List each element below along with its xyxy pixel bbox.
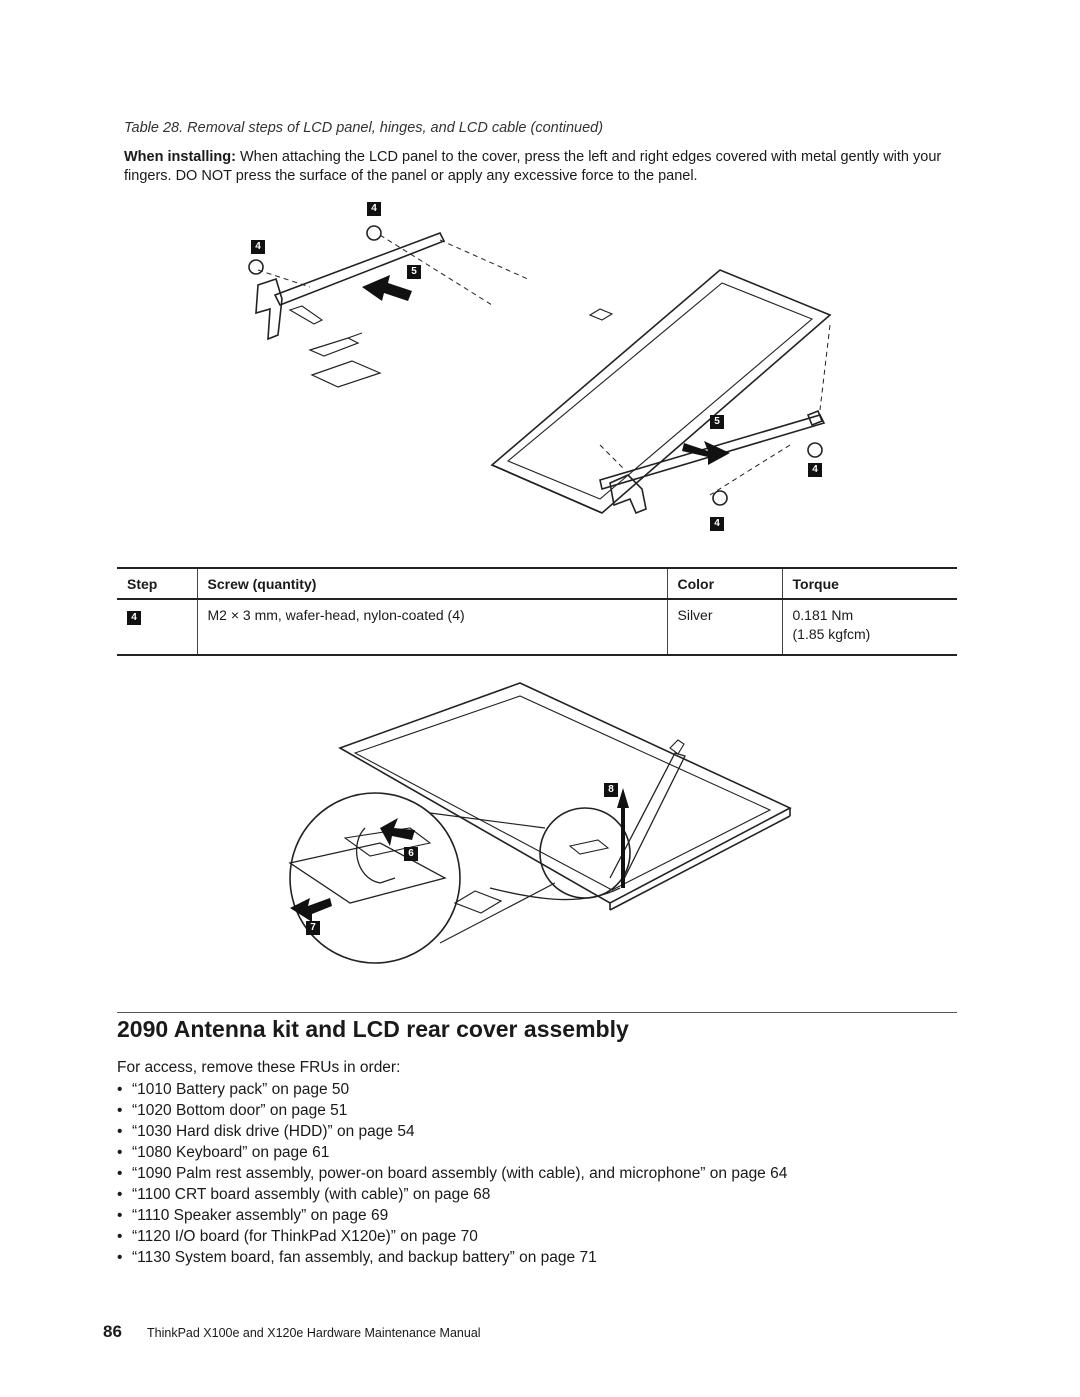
arrow-icon (362, 275, 412, 301)
callout-4: 4 (808, 463, 822, 477)
fru-link[interactable]: “1020 Bottom door” on page 51 (117, 1100, 787, 1121)
fru-link[interactable]: “1030 Hard disk drive (HDD)” on page 54 (117, 1121, 787, 1142)
fru-link[interactable]: “1100 CRT board assembly (with cable)” o… (117, 1184, 787, 1205)
section-heading: 2090 Antenna kit and LCD rear cover asse… (117, 1016, 629, 1042)
arrow-up-icon (617, 788, 629, 888)
lcd-cable-removal-diagram (288, 682, 792, 964)
column-header-color: Color (666, 567, 782, 600)
callout-4: 4 (251, 240, 265, 254)
detail-focus-ring (539, 807, 631, 899)
installation-note-text: When attaching the LCD panel to the cove… (124, 149, 942, 184)
footer-title: ThinkPad X100e and X120e Hardware Mainte… (147, 1326, 481, 1340)
left-hinge-bar (273, 231, 446, 307)
step-cell: 4 (117, 599, 197, 656)
fru-link[interactable]: “1080 Keyboard” on page 61 (117, 1142, 787, 1163)
installation-note-label: When installing: (124, 149, 236, 165)
table-caption: Table 28. Removal steps of LCD panel, hi… (124, 120, 604, 136)
screw-cell: M2 × 3 mm, wafer-head, nylon-coated (4) (196, 599, 667, 656)
callout-6: 6 (404, 847, 418, 861)
fru-link[interactable]: “1110 Speaker assembly” on page 69 (117, 1205, 787, 1226)
torque-nm: 0.181 Nm (792, 607, 854, 623)
screw-icon (807, 442, 823, 458)
screw-icon (366, 225, 382, 241)
table-row: 4 M2 × 3 mm, wafer-head, nylon-coated (4… (117, 599, 957, 656)
torque-kgfcm: (1.85 kgfcm) (792, 626, 871, 642)
column-header-step: Step (117, 567, 197, 600)
installation-note: When installing: When attaching the LCD … (124, 148, 944, 186)
fru-link[interactable]: “1090 Palm rest assembly, power-on board… (117, 1163, 787, 1184)
column-header-screw: Screw (quantity) (196, 567, 667, 600)
section-divider (117, 1012, 957, 1013)
callout-5: 5 (407, 265, 421, 279)
fru-list: “1010 Battery pack” on page 50 “1020 Bot… (117, 1079, 787, 1268)
page-number: 86 (103, 1322, 122, 1341)
color-cell: Silver (666, 599, 782, 656)
arrow-icon (682, 441, 730, 465)
callout-4: 4 (710, 517, 724, 531)
arrow-curve-icon (380, 818, 415, 846)
lcd-panel-hinges-diagram (248, 225, 832, 515)
column-header-torque: Torque (781, 567, 957, 600)
detail-magnifier (289, 792, 461, 964)
callout-8: 8 (604, 783, 618, 797)
fru-link[interactable]: “1120 I/O board (for ThinkPad X120e)” on… (117, 1226, 787, 1247)
torque-cell: 0.181 Nm (1.85 kgfcm) (781, 599, 957, 656)
arrow-left-icon (290, 898, 332, 922)
callout-5: 5 (710, 415, 724, 429)
section-intro: For access, remove these FRUs in order: (117, 1059, 401, 1076)
step-callout: 4 (127, 611, 141, 625)
screw-icon (248, 259, 264, 275)
fru-link[interactable]: “1130 System board, fan assembly, and ba… (117, 1247, 787, 1268)
screw-table: Step Screw (quantity) Color Torque 4 M2 … (117, 567, 957, 656)
right-hinge-bar (599, 414, 826, 491)
callout-4: 4 (367, 202, 381, 216)
fru-link[interactable]: “1010 Battery pack” on page 50 (117, 1079, 787, 1100)
callout-7: 7 (306, 921, 320, 935)
screw-icon (712, 490, 728, 506)
